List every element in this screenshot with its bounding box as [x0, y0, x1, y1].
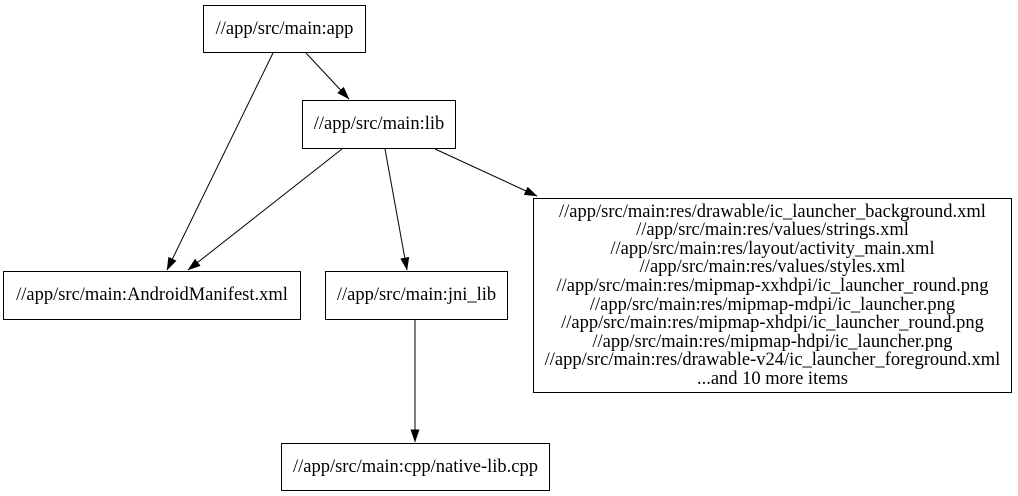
edge-app-to-lib — [305, 52, 350, 100]
node-lib: //app/src/main:lib — [302, 100, 456, 149]
resource-item: //app/src/main:res/values/strings.xml — [636, 220, 909, 241]
node-native-lib-cpp: //app/src/main:cpp/native-lib.cpp — [281, 443, 550, 491]
node-jni-lib: //app/src/main:jni_lib — [325, 271, 508, 320]
edge-lib-to-android-manifest — [187, 148, 343, 271]
resource-item: //app/src/main:res/drawable-v24/ic_launc… — [544, 350, 1001, 371]
node-resources: //app/src/main:res/drawable/ic_launcher_… — [533, 198, 1012, 393]
edge-lib-to-resources — [434, 148, 538, 197]
resource-item: //app/src/main:res/mipmap-hdpi/ic_launch… — [592, 331, 953, 352]
resource-item: //app/src/main:res/values/styles.xml — [639, 257, 906, 278]
resource-item: //app/src/main:res/layout/activity_main.… — [610, 238, 935, 259]
node-android-manifest: //app/src/main:AndroidManifest.xml — [3, 271, 301, 320]
edge-app-to-android-manifest — [166, 52, 274, 271]
node-app: //app/src/main:app — [203, 5, 366, 53]
resource-item: //app/src/main:res/mipmap-xxhdpi/ic_laun… — [556, 275, 989, 296]
resource-item: //app/src/main:res/mipmap-mdpi/ic_launch… — [589, 294, 956, 315]
resource-item: //app/src/main:res/drawable/ic_launcher_… — [559, 201, 986, 222]
resource-item: //app/src/main:res/mipmap-xhdpi/ic_launc… — [561, 313, 984, 334]
edge-lib-to-jni-lib — [384, 148, 410, 271]
resource-more-items: ...and 10 more items — [696, 368, 849, 389]
